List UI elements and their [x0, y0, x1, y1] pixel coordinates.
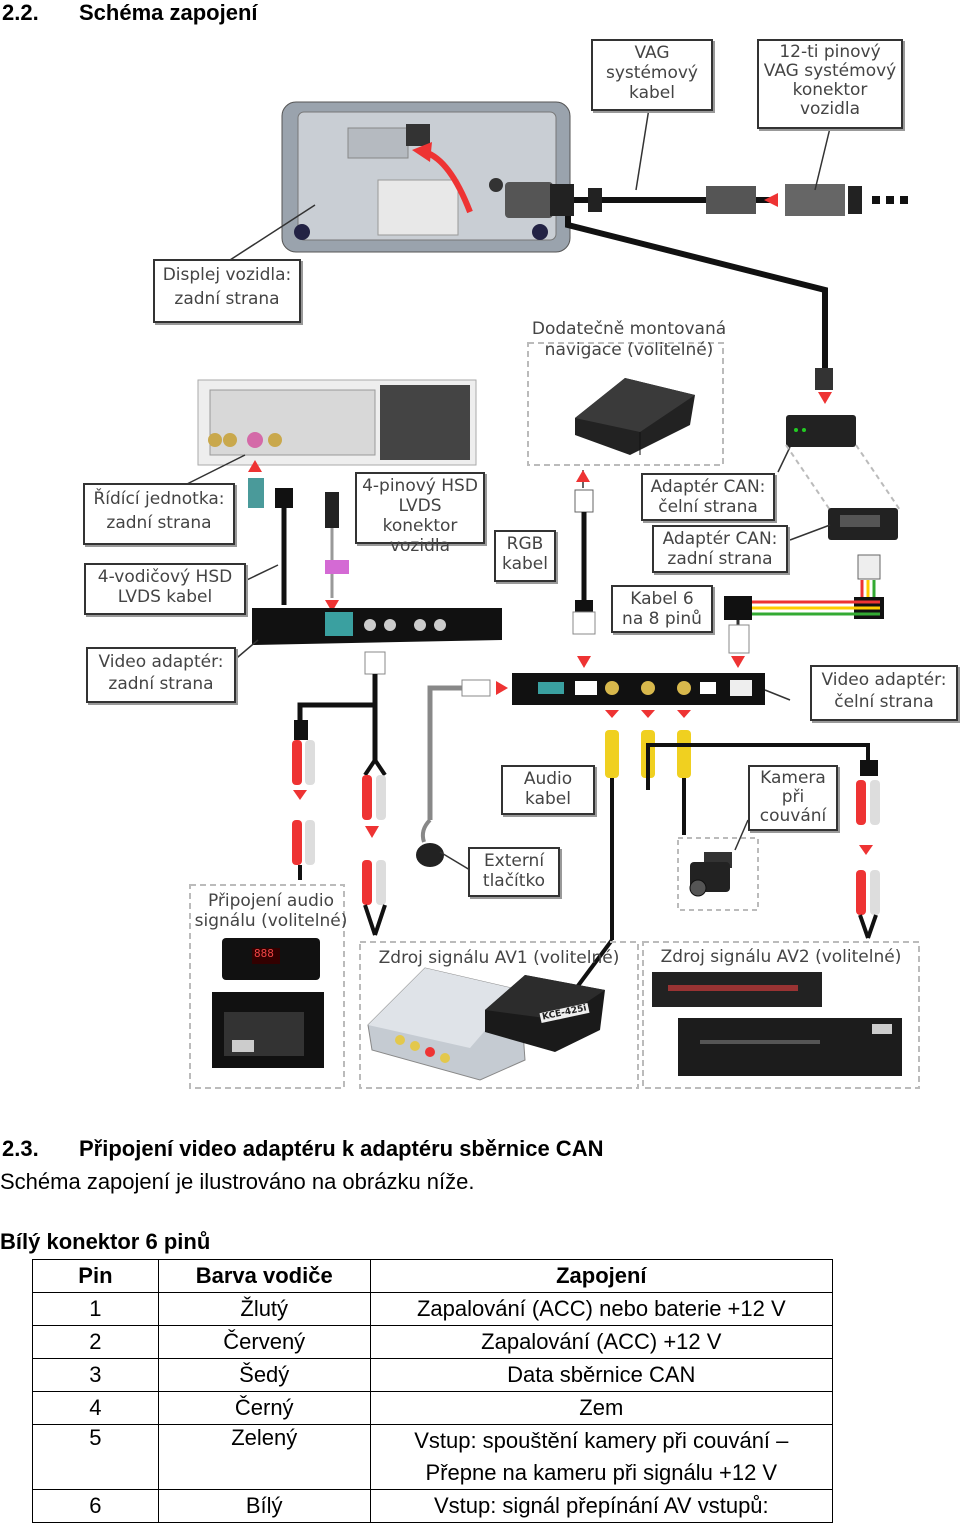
table-row: 4 Černý Zem [32, 1391, 834, 1425]
label-hsd-cable: 4-vodičový HSD LVDS kabel [84, 563, 246, 615]
cell-color: Červený [157, 1325, 371, 1359]
header-connection: Zapojení [369, 1259, 834, 1293]
label-video-adapter-back: Video adaptér: zadní strana [86, 647, 236, 703]
label-control-unit-back: Řídící jednotka: zadní strana [83, 483, 235, 545]
cell-color: Žlutý [157, 1292, 371, 1326]
label-can-back: Adaptér CAN: zadní strana [652, 525, 788, 573]
label-vag-cable: VAG systémový kabel [591, 39, 713, 111]
table-row: 2 Červený Zapalování (ACC) +12 V [32, 1325, 834, 1359]
cell-pin: 4 [32, 1391, 159, 1425]
label-hsd-connector: 4-pinový HSD LVDS konektor vozidla [355, 472, 485, 556]
table-row: 3 Šedý Data sběrnice CAN [32, 1358, 834, 1392]
cell-connection-line1: Vstup: spouštění kamery při couvání – [414, 1428, 789, 1453]
table-row: 5 Zelený Vstup: spouštění kamery při cou… [32, 1424, 834, 1490]
section-title: Schéma zapojení [79, 0, 258, 25]
header-color: Barva vodiče [157, 1259, 371, 1293]
label-can-front: Adaptér CAN: čelní strana [641, 473, 775, 521]
section-number: 2.2. [2, 0, 39, 25]
cell-connection-line2: Přepne na kameru při signálu +12 V [425, 1460, 778, 1485]
section2-title: Připojení video adaptéru k adaptéru sběr… [79, 1136, 604, 1161]
pin-table: Pin Barva vodiče Zapojení 1 Žlutý Zapalo… [32, 1259, 834, 1523]
label-cable-6-8: Kabel 6 na 8 pinů [611, 585, 713, 633]
cell-connection: Zapalování (ACC) +12 V [369, 1325, 834, 1359]
label-vag-connector: 12-ti pinový VAG systémový konektor vozi… [757, 39, 903, 129]
cell-connection: Data sběrnice CAN [369, 1358, 834, 1392]
device-display-digits: 888 [254, 947, 274, 960]
label-display-back: Displej vozidla: zadní strana [153, 259, 301, 323]
label-rgb-cable: RGB kabel [494, 530, 556, 582]
display-unit-image [281, 101, 571, 253]
wiring-diagram: VAG systémový kabel 12-ti pinový VAG sys… [0, 30, 960, 1100]
control-unit-image [197, 379, 477, 466]
label-video-adapter-front: Video adaptér: čelní strana [810, 665, 958, 721]
cell-color: Černý [157, 1391, 371, 1425]
table-header-row: Pin Barva vodiče Zapojení [32, 1259, 834, 1293]
label-audio-connect: Připojení audio signálu (volitelné) [194, 891, 348, 931]
label-camera: Kamera při couvání [748, 765, 838, 831]
cell-pin: 1 [32, 1292, 159, 1326]
cell-pin: 2 [32, 1325, 159, 1359]
label-av1-source: Zdroj signálu AV1 (volitelné) [378, 948, 620, 968]
cell-pin: 5 [32, 1424, 159, 1490]
label-av2-source: Zdroj signálu AV2 (volitelné) [660, 947, 902, 967]
label-extra-navigation: Dodatečně montovaná navigace (volitelné) [531, 319, 727, 360]
video-adapter-front-image [512, 673, 765, 705]
cell-connection: Vstup: spouštění kamery při couvání – Př… [369, 1424, 834, 1490]
intro-text: Schéma zapojení je ilustrováno na obrázk… [0, 1169, 475, 1194]
video-adapter-back-image [252, 608, 502, 645]
cell-connection: Zapalování (ACC) nebo baterie +12 V [369, 1292, 834, 1326]
cell-connection: Zem [369, 1391, 834, 1425]
label-audio-cable: Audio kabel [501, 765, 595, 815]
cell-pin: 6 [32, 1489, 159, 1523]
cell-color: Bílý [157, 1489, 371, 1523]
table-row: 6 Bílý Vstup: signál přepínání AV vstupů… [32, 1489, 834, 1523]
header-pin: Pin [32, 1259, 159, 1293]
table-title: Bílý konektor 6 pinů [0, 1229, 211, 1254]
table-row: 1 Žlutý Zapalování (ACC) nebo baterie +1… [32, 1292, 834, 1326]
cell-color: Šedý [157, 1358, 371, 1392]
label-external-button: Externí tlačítko [468, 847, 560, 897]
section2-number: 2.3. [2, 1136, 39, 1161]
cell-color: Zelený [157, 1424, 371, 1490]
cell-pin: 3 [32, 1358, 159, 1392]
cell-connection: Vstup: signál přepínání AV vstupů: [369, 1489, 834, 1523]
